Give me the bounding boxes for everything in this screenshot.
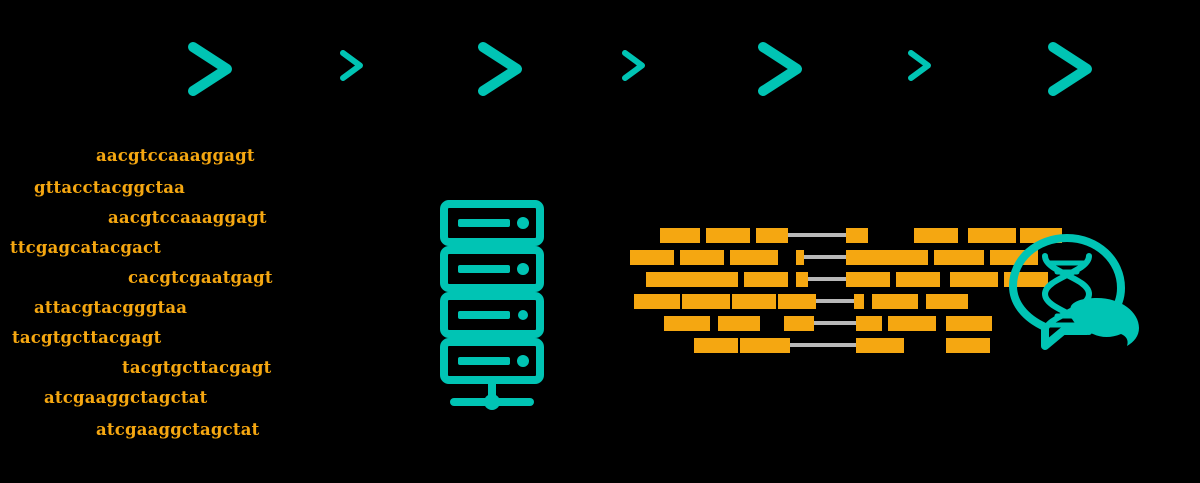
alignment-read-block	[796, 250, 804, 265]
chevron-right-icon-5	[758, 42, 802, 96]
paired-read-connector	[804, 255, 846, 259]
sequence-read: tacgtgcttacgagt	[122, 358, 272, 377]
alignment-panel	[630, 228, 1062, 358]
sequence-read: atcgaaggctagctat	[44, 388, 208, 407]
sequence-read: attacgtacgggtaa	[34, 298, 188, 317]
sequence-read: aacgtccaaaggagt	[108, 208, 267, 227]
alignment-read-block	[706, 228, 750, 243]
alignment-read-block	[946, 338, 990, 353]
paired-read-connector	[788, 233, 846, 237]
alignment-read-block	[784, 316, 814, 331]
alignment-read-block	[680, 250, 724, 265]
alignment-read-block	[968, 228, 1016, 243]
chevron-right-icon-2	[340, 50, 363, 81]
alignment-read-block	[914, 228, 958, 243]
alignment-read-block	[778, 294, 816, 309]
sequence-reads-panel: aacgtccaaaggagt gttacctacggctaa aacgtccaaa…	[0, 140, 420, 450]
alignment-read-block	[718, 316, 760, 331]
sequence-read: gttacctacggctaa	[34, 178, 186, 197]
server-rack-icon	[438, 198, 546, 388]
server-stand-icon	[438, 378, 546, 410]
alignment-read-block	[660, 228, 700, 243]
alignment-read-block	[634, 294, 680, 309]
alignment-read-block	[694, 338, 738, 353]
chevron-right-icon-1	[188, 42, 232, 96]
alignment-read-block	[854, 294, 864, 309]
alignment-read-block	[796, 272, 808, 287]
alignment-read-block	[856, 316, 882, 331]
alignment-read-block	[692, 272, 738, 287]
paired-read-connector	[808, 277, 846, 281]
alignment-read-block	[646, 272, 692, 287]
alignment-read-block	[896, 272, 940, 287]
sequence-read: aacgtccaaaggagt	[96, 146, 255, 165]
alignment-read-block	[682, 294, 730, 309]
alignment-read-block	[888, 316, 936, 331]
alignment-read-block	[664, 316, 710, 331]
alignment-row	[630, 272, 1048, 287]
alignment-read-block	[756, 228, 788, 243]
sequence-read: tacgtgcttacgagt	[12, 328, 162, 347]
chevron-right-icon-4	[622, 50, 645, 81]
alignment-read-block	[926, 294, 968, 309]
alignment-read-block	[744, 272, 788, 287]
alignment-read-block	[740, 338, 790, 353]
chevron-right-icon-7	[1048, 42, 1092, 96]
alignment-read-block	[872, 294, 918, 309]
paired-read-connector	[816, 299, 854, 303]
alignment-row	[630, 294, 968, 309]
sequence-read: atcgaaggctagctat	[96, 420, 260, 439]
paired-read-connector	[790, 343, 856, 347]
dna-speech-bubble-icon	[1005, 230, 1145, 350]
alignment-read-block	[946, 316, 992, 331]
alignment-read-block	[934, 250, 984, 265]
chevron-right-icon-6	[908, 50, 931, 81]
paired-read-connector	[814, 321, 856, 325]
alignment-read-block	[732, 294, 776, 309]
alignment-read-block	[846, 250, 928, 265]
chevron-right-icon-3	[478, 42, 522, 96]
alignment-read-block	[846, 272, 890, 287]
alignment-read-block	[630, 250, 674, 265]
alignment-row	[630, 338, 990, 353]
sequence-read: cacgtcgaatgagt	[128, 268, 273, 287]
alignment-row	[630, 228, 1062, 243]
alignment-row	[630, 250, 1038, 265]
pipeline-arrow-row	[0, 0, 1200, 110]
sequence-read: ttcgagcatacgact	[10, 238, 162, 257]
alignment-read-block	[856, 338, 904, 353]
alignment-read-block	[950, 272, 998, 287]
alignment-read-block	[730, 250, 778, 265]
alignment-row	[630, 316, 992, 331]
alignment-read-block	[846, 228, 868, 243]
